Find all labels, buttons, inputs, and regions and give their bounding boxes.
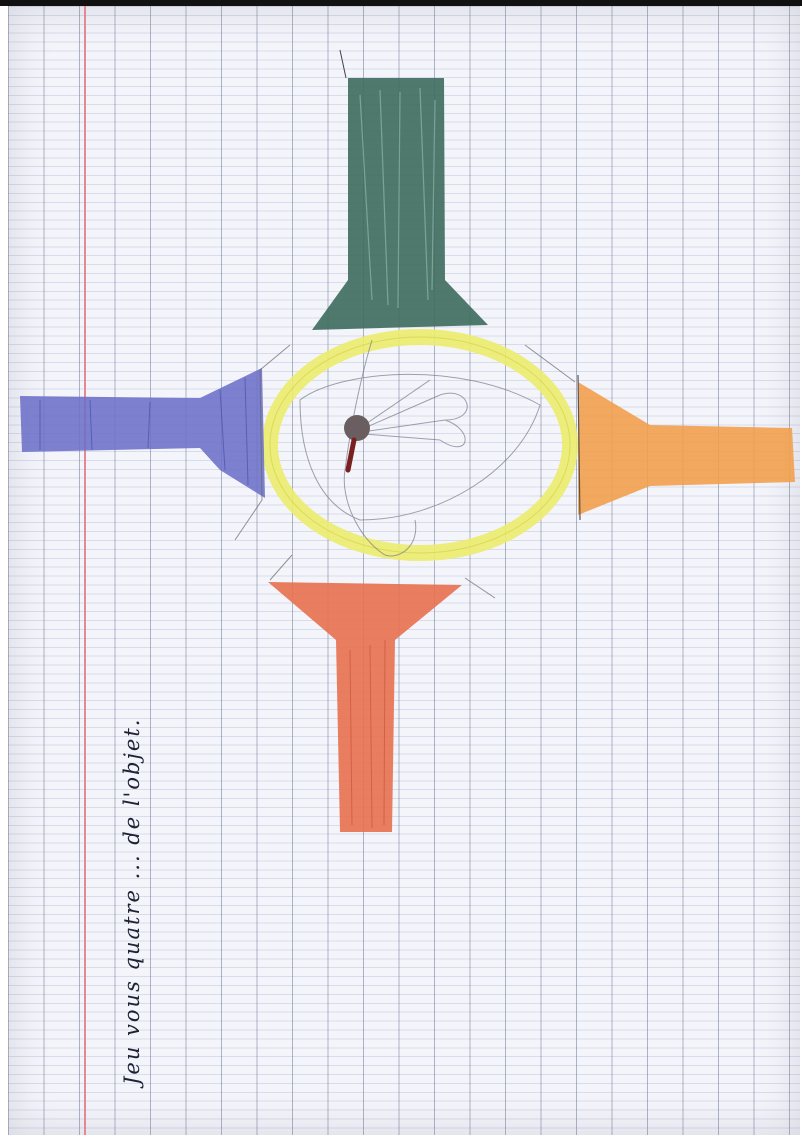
blue-arm xyxy=(20,368,265,498)
red-arm xyxy=(268,582,462,832)
orange-arm xyxy=(578,375,795,520)
yellow-ring xyxy=(270,337,570,553)
center-sketch xyxy=(300,340,540,556)
handwritten-note: Jeu vous quatre ... de l'objet. xyxy=(120,718,144,1085)
center-dot xyxy=(344,415,370,470)
green-arm xyxy=(312,50,488,330)
